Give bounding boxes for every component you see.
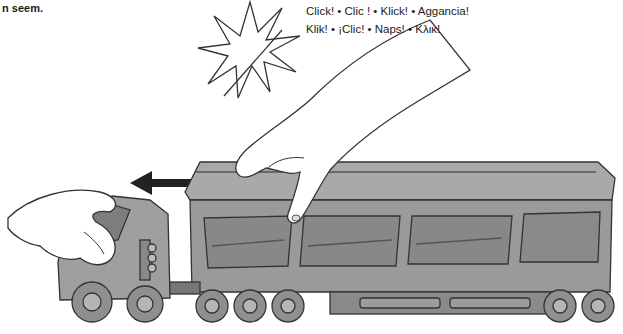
right-hand — [236, 20, 470, 223]
click-burst — [198, 2, 300, 98]
trailer — [160, 162, 615, 314]
burst-slash — [224, 30, 282, 96]
cut-off-text: n seem. — [2, 1, 43, 15]
click-sound-text: Click! • Clic ! • Klick! • Aggancia! — [306, 4, 469, 18]
finger-line — [84, 232, 104, 254]
finger-line — [268, 157, 304, 168]
fingernail — [292, 215, 300, 221]
click-sound-text: Klik! • ¡Clic! • Naps! • Κλικ! — [306, 22, 440, 36]
left-hand — [8, 190, 115, 264]
wheels — [72, 282, 614, 322]
